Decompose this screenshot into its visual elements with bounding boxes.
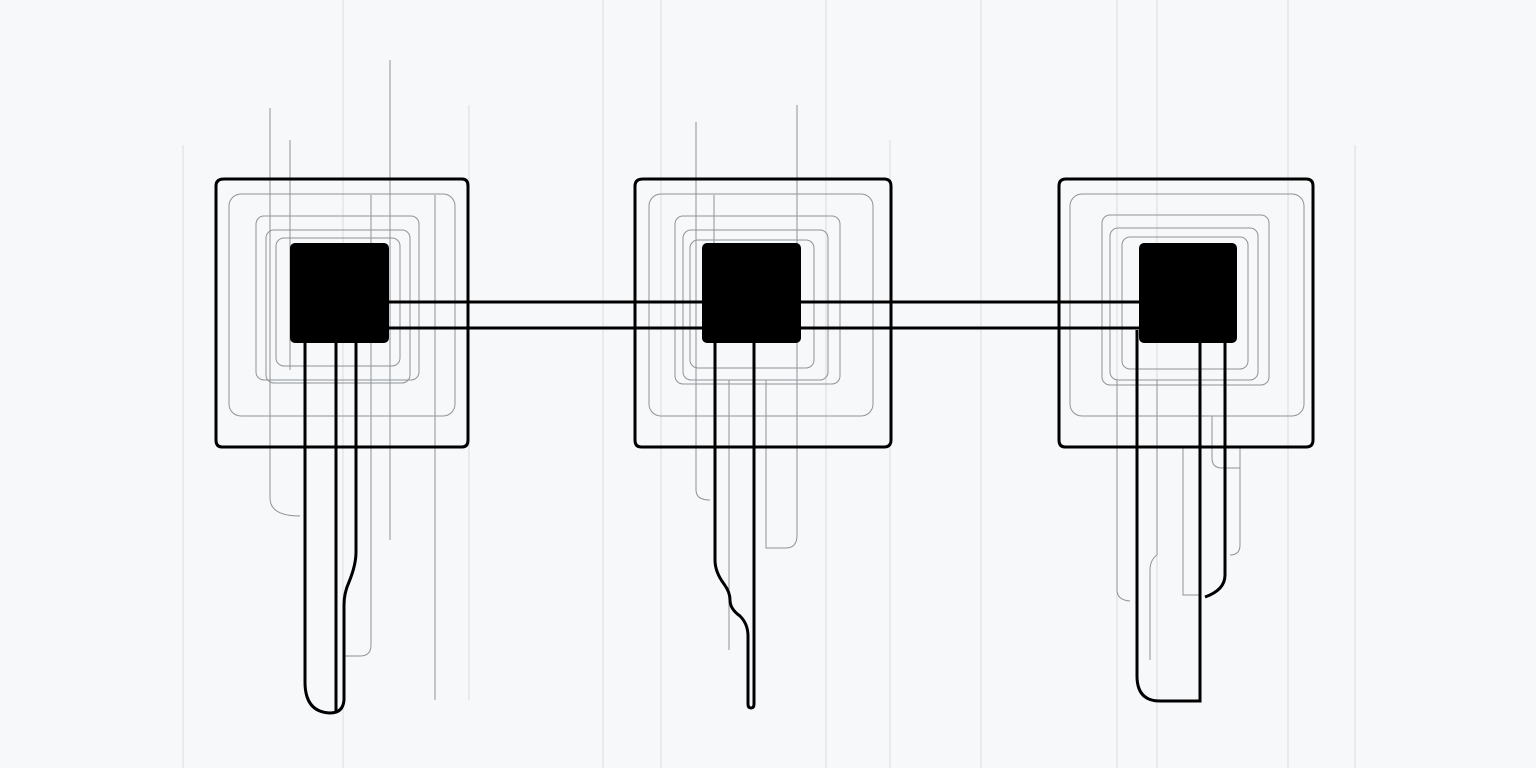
node-3-chip — [1139, 243, 1237, 343]
lead — [303, 342, 358, 715]
faint-lead — [1149, 380, 1158, 660]
frame — [674, 215, 841, 385]
faint-lead — [1211, 416, 1240, 469]
node-2 — [633, 105, 893, 710]
faint-lead — [765, 105, 798, 549]
frame — [265, 229, 411, 384]
node-3-leads — [1135, 330, 1227, 703]
frame — [648, 193, 874, 417]
frame — [1101, 214, 1270, 386]
frame — [689, 239, 815, 369]
node-3-inner-frames — [1069, 193, 1305, 660]
frame — [1109, 227, 1259, 381]
connection-lines — [389, 300, 1139, 330]
node-1-outer-frame — [214, 177, 470, 449]
node-1-chip — [290, 243, 389, 343]
node-3-outer-frame — [1057, 177, 1315, 449]
faint-lead — [695, 122, 711, 501]
node-2-outer-frame — [633, 177, 893, 449]
lead — [713, 342, 756, 710]
faint-lead — [1116, 380, 1131, 602]
node-2-leads — [713, 342, 756, 710]
node-1 — [214, 60, 470, 715]
frame — [1069, 193, 1305, 417]
lead — [1135, 330, 1202, 703]
faint-lead — [345, 195, 372, 657]
faint-lead — [1182, 447, 1200, 596]
node-2-inner-frames — [648, 105, 874, 650]
faint-lead — [1229, 447, 1241, 556]
node-1-leads — [303, 342, 358, 715]
node-3 — [1057, 177, 1315, 703]
frame — [228, 193, 456, 417]
faint-lead — [269, 108, 301, 517]
vertical-guide-lines — [182, 0, 1356, 768]
lead — [1204, 342, 1227, 599]
node-2-chip — [702, 243, 801, 343]
